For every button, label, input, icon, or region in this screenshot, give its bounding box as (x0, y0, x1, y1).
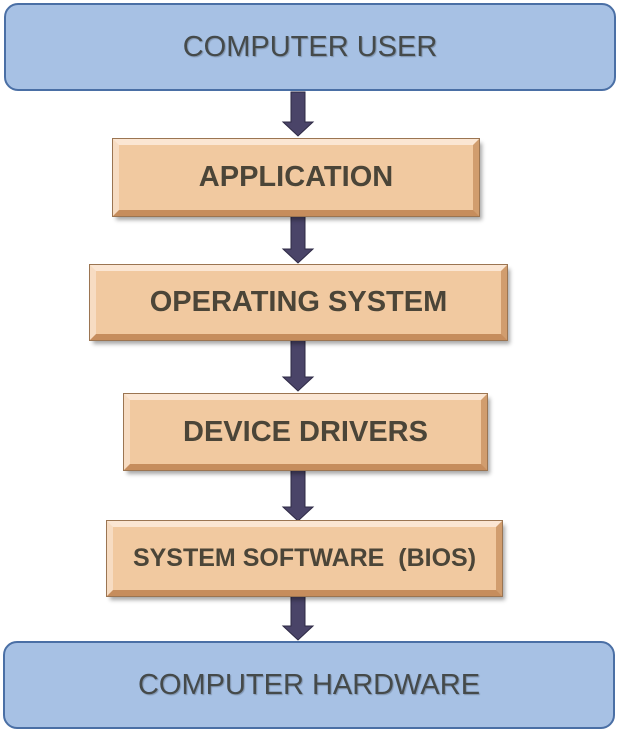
system-software-bios-label: SYSTEM SOFTWARE (BIOS) (132, 544, 477, 572)
down-arrow-1 (281, 91, 315, 137)
computer-hardware-box: COMPUTER HARDWARE (3, 641, 615, 729)
down-arrow-5 (281, 595, 315, 641)
operating-system-box: OPERATING SYSTEM (89, 264, 508, 341)
computer-user-label: COMPUTER USER (182, 30, 438, 63)
down-arrow-2 (281, 215, 315, 264)
operating-system-label: OPERATING SYSTEM (149, 286, 448, 318)
down-arrow-4 (281, 469, 315, 522)
system-software-bios-box: SYSTEM SOFTWARE (BIOS) (106, 520, 503, 597)
computer-hardware-label: COMPUTER HARDWARE (137, 668, 481, 701)
application-box: APPLICATION (112, 138, 480, 217)
device-drivers-box: DEVICE DRIVERS (123, 393, 488, 471)
down-arrow-3 (281, 339, 315, 392)
application-label: APPLICATION (198, 161, 394, 193)
device-drivers-label: DEVICE DRIVERS (183, 415, 428, 448)
computer-user-box: COMPUTER USER (4, 3, 616, 91)
